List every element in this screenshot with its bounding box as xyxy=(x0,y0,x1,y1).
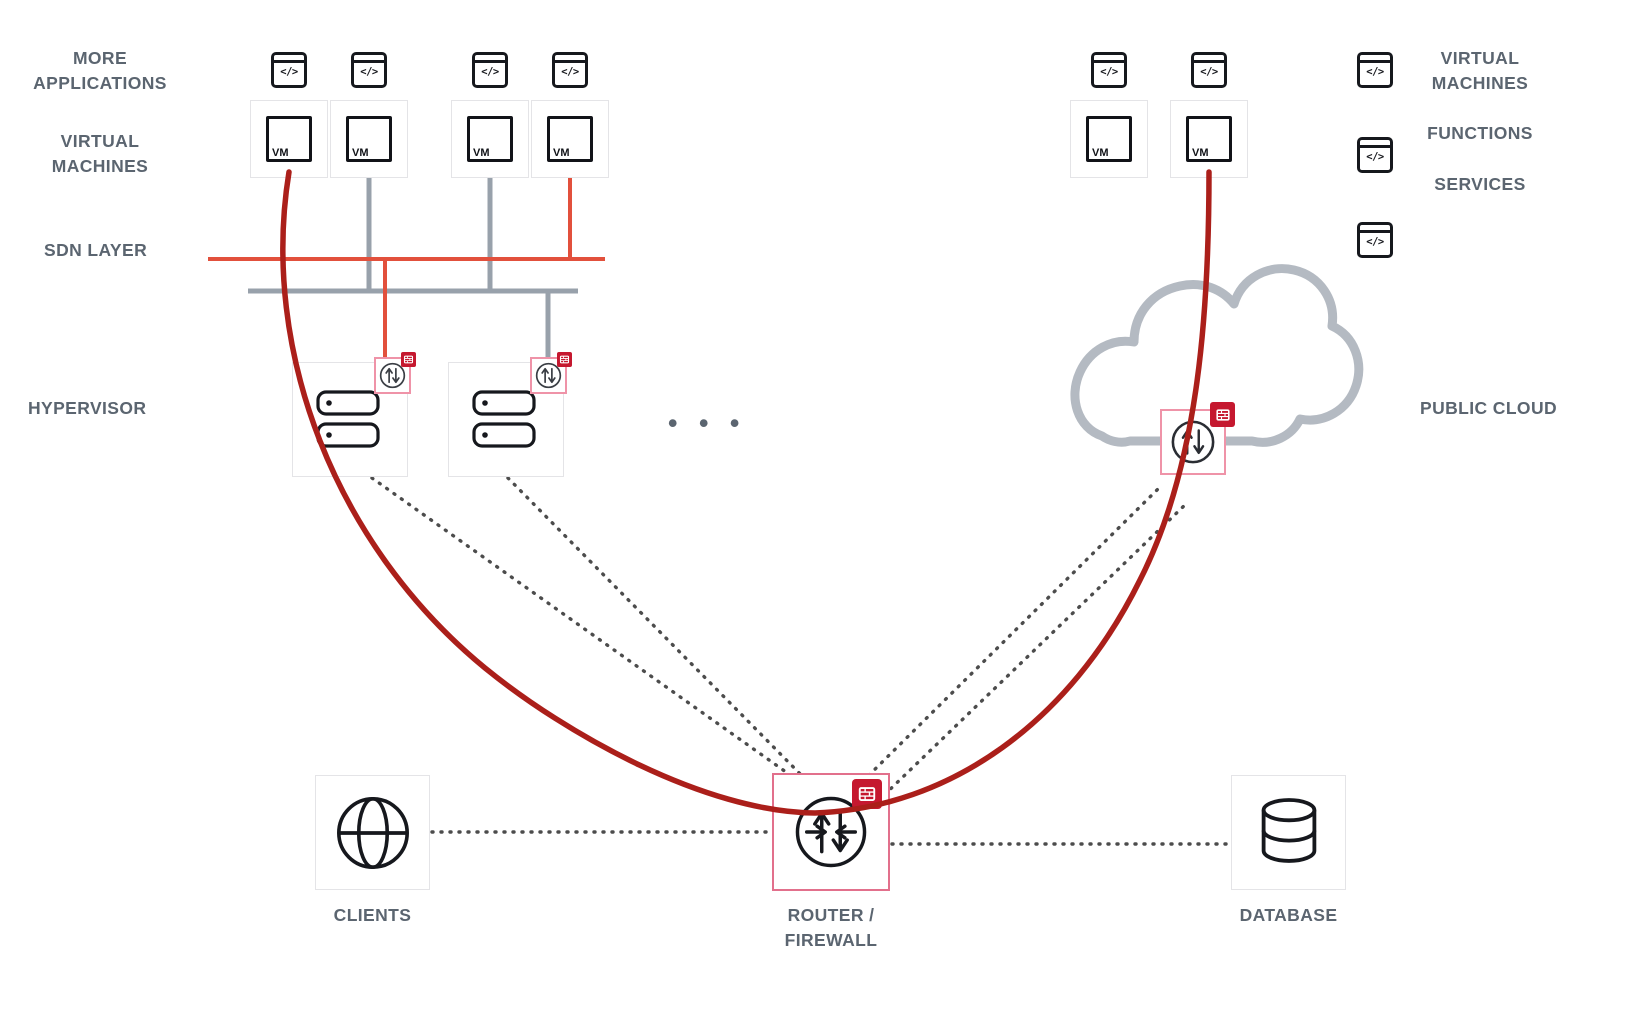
app-window-icon: </> xyxy=(1357,137,1393,173)
app-titlebar xyxy=(1360,55,1390,63)
database-icon xyxy=(1261,797,1316,863)
code-glyph: </> xyxy=(1366,236,1384,248)
code-glyph: </> xyxy=(1366,66,1384,78)
vm-icon-label: VM xyxy=(473,147,490,159)
vm-container-box: VM xyxy=(1070,100,1148,178)
globe-icon xyxy=(336,796,409,869)
app-window-icon: </> xyxy=(1357,222,1393,258)
virtual-router-badge xyxy=(530,352,572,394)
vm-icon: VM xyxy=(1086,116,1132,162)
vm-icon-label: VM xyxy=(553,147,570,159)
label-router-firewall: ROUTER / FIREWALL xyxy=(784,905,878,951)
server-stack-icon xyxy=(316,389,380,448)
app-titlebar xyxy=(1094,55,1124,63)
code-glyph: </> xyxy=(1200,66,1218,78)
virtual-router-badge xyxy=(374,352,416,394)
label-database: DATABASE xyxy=(1239,905,1338,925)
hypervisor-box-1 xyxy=(292,352,416,477)
vm-icon: VM xyxy=(547,116,593,162)
router-icon xyxy=(1171,420,1215,464)
label-more-applications: MORE APPLICATIONS xyxy=(33,48,167,94)
server-stack-icon xyxy=(472,389,536,448)
app-titlebar xyxy=(1194,55,1224,63)
vm-icon: VM xyxy=(346,116,392,162)
app-titlebar xyxy=(1360,140,1390,148)
app-titlebar xyxy=(274,55,304,63)
hypervisor2-router-dotted-link xyxy=(506,476,816,790)
firewall-grid-icon xyxy=(1215,408,1230,421)
app-titlebar xyxy=(1360,225,1390,233)
vm-container-box: VM xyxy=(330,100,408,178)
app-window-icon: </> xyxy=(1091,52,1127,88)
vm-container-box: VM xyxy=(451,100,529,178)
vm-icon-label: VM xyxy=(1192,147,1209,159)
label-public-cloud: PUBLIC CLOUD xyxy=(1420,398,1558,418)
app-window-icon: </> xyxy=(472,52,508,88)
label-sdn-layer: SDN LAYER xyxy=(44,240,148,260)
vm-icon-label: VM xyxy=(272,147,289,159)
label-hypervisor: HYPERVISOR xyxy=(28,398,147,418)
app-window-icon: </> xyxy=(351,52,387,88)
firewall-mini-badge xyxy=(1210,402,1235,427)
app-window-icon: </> xyxy=(271,52,307,88)
label-virtual-machines-left: VIRTUAL MACHINES xyxy=(51,131,149,177)
router-firewall-box xyxy=(772,773,890,891)
label-clients: CLIENTS xyxy=(333,905,412,925)
vm-icon-label: VM xyxy=(1092,147,1109,159)
firewall-mini-badge xyxy=(557,352,572,367)
code-glyph: </> xyxy=(1100,66,1118,78)
vm-container-box: VM xyxy=(531,100,609,178)
code-glyph: </> xyxy=(360,66,378,78)
vm-container-box: VM xyxy=(250,100,328,178)
firewall-grid-icon xyxy=(559,355,570,364)
hypervisor1-router-dotted-link xyxy=(370,476,802,784)
app-titlebar xyxy=(475,55,505,63)
code-glyph: </> xyxy=(280,66,298,78)
hypervisor-box-2 xyxy=(448,352,572,477)
label-virtual-machines-right: VIRTUAL MACHINES xyxy=(1431,48,1529,94)
database-box xyxy=(1231,775,1346,890)
router-cloud-dotted-link-2 xyxy=(876,500,1190,803)
code-glyph: </> xyxy=(1366,151,1384,163)
firewall-mini-badge xyxy=(401,352,416,367)
label-functions: FUNCTIONS xyxy=(1427,123,1533,143)
vm-icon: VM xyxy=(266,116,312,162)
code-glyph: </> xyxy=(481,66,499,78)
app-titlebar xyxy=(555,55,585,63)
firewall-badge xyxy=(852,779,882,809)
clients-box xyxy=(315,775,430,890)
firewall-grid-icon xyxy=(403,355,414,364)
ellipsis-dots: • • • xyxy=(668,408,747,438)
vm-container-box: VM xyxy=(1170,100,1248,178)
app-titlebar xyxy=(354,55,384,63)
code-glyph: </> xyxy=(561,66,579,78)
cloud-router-box xyxy=(1160,402,1235,475)
firewall-grid-icon xyxy=(858,787,876,801)
vm-icon-label: VM xyxy=(352,147,369,159)
vm-icon: VM xyxy=(467,116,513,162)
app-window-icon: </> xyxy=(552,52,588,88)
router-cloud-dotted-link-1 xyxy=(854,485,1162,790)
app-window-icon: </> xyxy=(1357,52,1393,88)
red-overlay-path xyxy=(280,169,1212,816)
app-window-icon: </> xyxy=(1191,52,1227,88)
vm-icon: VM xyxy=(1186,116,1232,162)
label-services: SERVICES xyxy=(1434,174,1526,194)
